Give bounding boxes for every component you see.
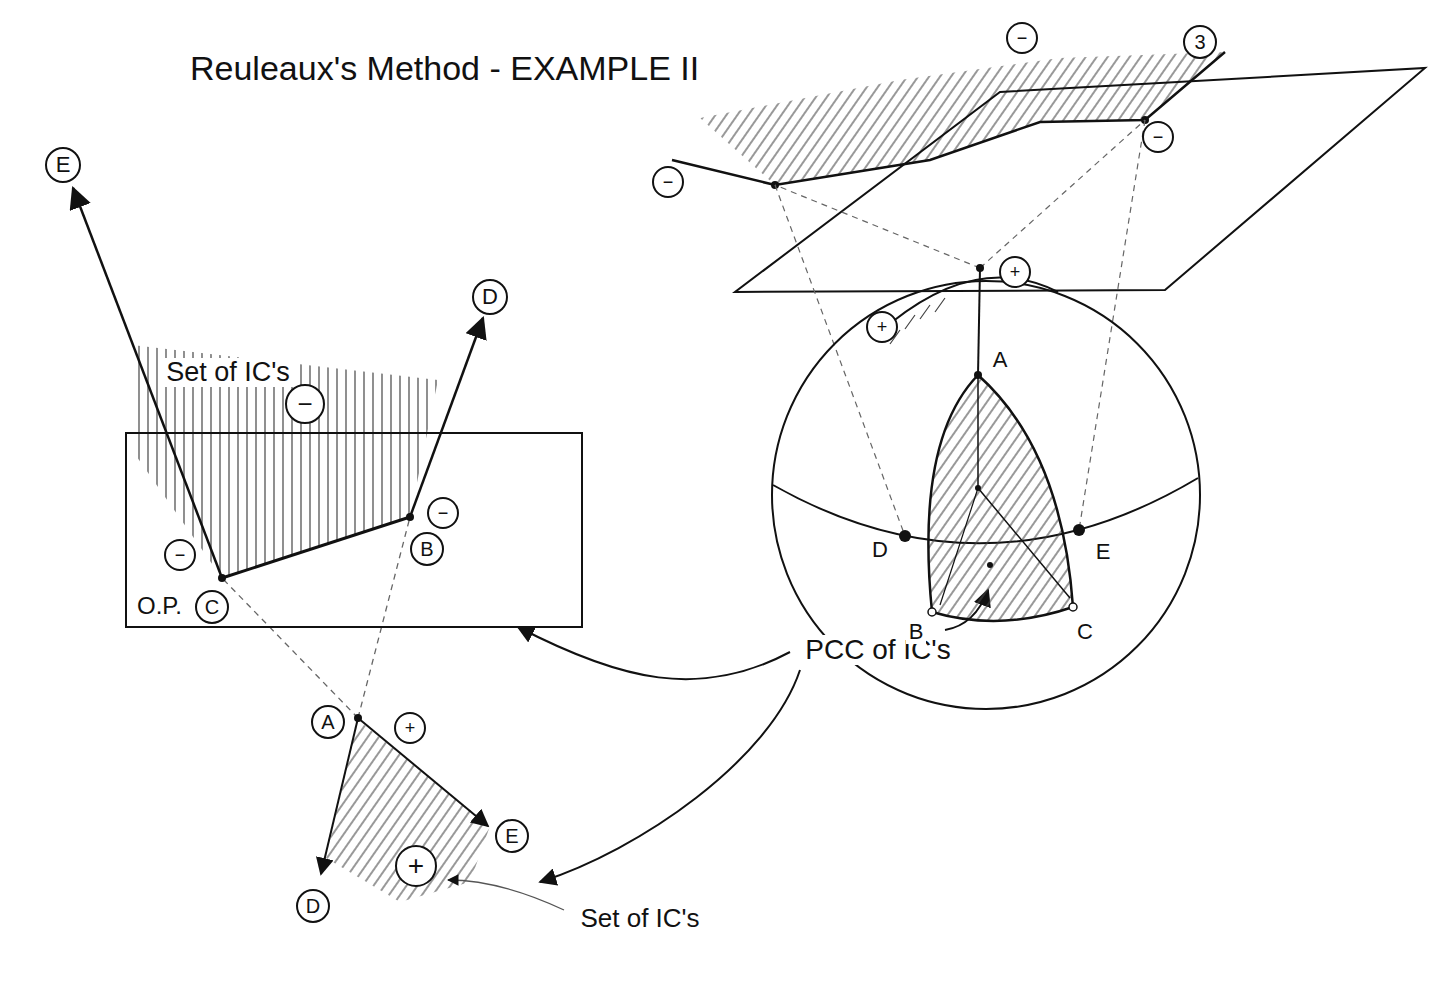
dashed-line	[222, 578, 358, 718]
point	[899, 530, 911, 542]
dashed-line	[1079, 120, 1145, 530]
leader-arrow	[518, 627, 790, 679]
point	[354, 714, 362, 722]
point	[974, 371, 982, 379]
dashed-line	[980, 120, 1145, 268]
leader-arrow	[448, 880, 564, 910]
dashed-line	[358, 517, 410, 718]
circled-label: B	[410, 532, 444, 566]
circled-label: +	[395, 845, 437, 887]
dashed-line	[775, 185, 905, 536]
hatched-region	[700, 52, 1225, 185]
constraint-arc	[892, 277, 1058, 322]
circled-label: −	[427, 497, 459, 529]
circled-label: A	[311, 705, 345, 739]
point	[928, 608, 936, 616]
plane	[735, 68, 1425, 292]
annotation: Set of IC's	[163, 358, 293, 387]
edge-line	[222, 517, 410, 578]
plane-label: O.P.	[135, 592, 184, 620]
circled-label: D	[296, 889, 330, 923]
circled-label: 3	[1183, 25, 1217, 59]
point	[975, 485, 981, 491]
annotation: B	[906, 620, 927, 644]
circled-label: −	[1006, 22, 1038, 54]
dashed-line	[775, 185, 980, 268]
circled-label: +	[999, 256, 1031, 288]
diagram-title: Reuleaux's Method - EXAMPLE II	[190, 50, 699, 87]
circled-label: E	[45, 147, 81, 183]
axis-line	[940, 488, 978, 605]
point	[1069, 603, 1077, 611]
axis-line	[978, 268, 980, 375]
annotation: E	[1093, 540, 1114, 564]
annotation: C	[1074, 620, 1096, 644]
point	[987, 562, 993, 568]
circled-label: −	[164, 539, 196, 571]
sphere	[772, 281, 1200, 709]
circled-label: E	[495, 819, 529, 853]
annotation: D	[869, 538, 891, 562]
circled-label: C	[195, 590, 229, 624]
circled-label: +	[866, 311, 898, 343]
annotation: A	[990, 348, 1011, 372]
circled-label: −	[1142, 121, 1174, 153]
hatch-line	[890, 298, 945, 344]
spherical-polygon	[928, 375, 1073, 621]
circled-label: +	[394, 712, 426, 744]
annotation: Set of IC's	[577, 904, 702, 932]
point	[218, 574, 226, 582]
circled-label: −	[652, 166, 684, 198]
point	[406, 513, 414, 521]
object-plane: O.P.	[125, 432, 583, 628]
axis-line	[977, 375, 979, 488]
edge-line	[672, 52, 1225, 185]
force-arrow	[410, 318, 483, 517]
circled-label: D	[472, 279, 508, 315]
force-arrow	[321, 718, 358, 874]
axis-line	[978, 488, 1070, 598]
point	[1073, 524, 1085, 536]
leader-arrow	[540, 670, 800, 882]
circled-label: −	[285, 384, 325, 424]
annotation: PCC of IC's	[802, 635, 953, 665]
